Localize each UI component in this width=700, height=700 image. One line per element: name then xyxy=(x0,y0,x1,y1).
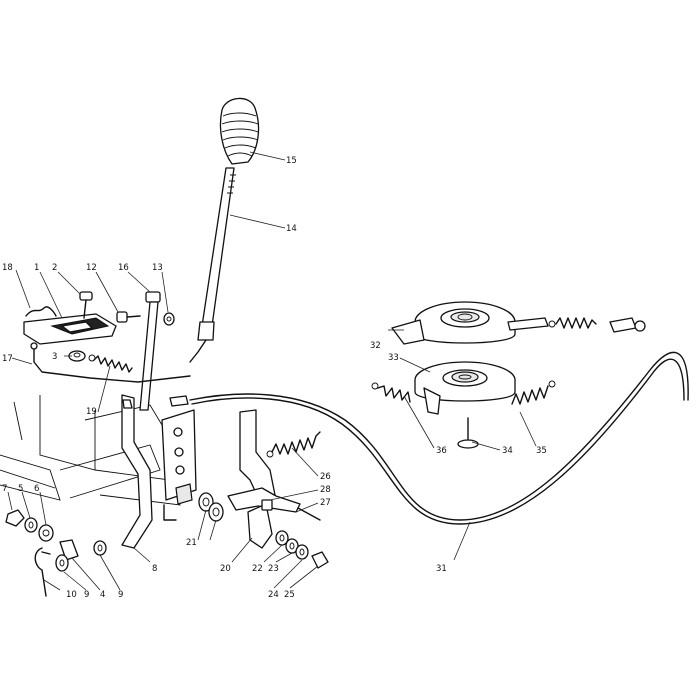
pto-clutch-lower xyxy=(414,361,516,415)
callout-3: 3 xyxy=(52,352,57,362)
callout-9-left: 9 xyxy=(84,590,89,600)
callout-21: 21 xyxy=(186,538,197,548)
screw-2 xyxy=(79,291,93,319)
bolt-12 xyxy=(116,311,141,323)
callout-26: 26 xyxy=(320,472,331,482)
gate-plate xyxy=(23,313,117,345)
spring-26 xyxy=(266,431,321,458)
callout-32: 32 xyxy=(370,341,381,351)
callout-22: 22 xyxy=(252,564,263,574)
spring-clip-18 xyxy=(25,306,57,317)
linkage-lever-8 xyxy=(121,394,153,549)
spring-36 xyxy=(371,382,411,403)
bolt-34 xyxy=(457,417,479,449)
callout-33: 33 xyxy=(388,353,399,363)
callout-19: 19 xyxy=(86,407,97,417)
callout-16: 16 xyxy=(118,263,129,273)
callout-14: 14 xyxy=(286,224,297,234)
callout-36: 36 xyxy=(436,446,447,456)
spring-35 xyxy=(511,380,556,405)
spring-19 xyxy=(88,354,133,373)
rod-16 xyxy=(139,291,161,411)
leader-lines xyxy=(7,151,537,591)
callout-2: 2 xyxy=(52,263,57,273)
callout-8: 8 xyxy=(152,564,157,574)
pto-clutch-upper xyxy=(391,301,549,345)
callout-24: 24 xyxy=(268,590,279,600)
callout-31: 31 xyxy=(436,564,447,574)
nut-13 xyxy=(163,312,175,326)
callout-6: 6 xyxy=(34,484,39,494)
callout-23: 23 xyxy=(268,564,279,574)
callout-15: 15 xyxy=(286,156,297,166)
mounting-bracket xyxy=(161,409,197,521)
callout-27: 27 xyxy=(320,498,331,508)
callout-28: 28 xyxy=(320,485,331,495)
gear-knob xyxy=(219,97,260,165)
callout-10: 10 xyxy=(66,590,77,600)
washers-22-25 xyxy=(275,530,329,569)
callout-25: 25 xyxy=(284,590,295,600)
brake-bracket xyxy=(227,409,321,549)
callout-7: 7 xyxy=(2,484,7,494)
callout-5: 5 xyxy=(18,484,23,494)
callout-20: 20 xyxy=(220,564,231,574)
callouts: 15 14 18 1 2 12 16 13 17 3 19 32 33 36 3… xyxy=(2,156,547,600)
callout-12: 12 xyxy=(86,263,97,273)
callout-35: 35 xyxy=(536,446,547,456)
callout-17: 17 xyxy=(2,354,13,364)
callout-34: 34 xyxy=(502,446,513,456)
spring-upper xyxy=(548,317,646,333)
callout-4: 4 xyxy=(100,590,105,600)
callout-9-right: 9 xyxy=(118,590,123,600)
callout-18: 18 xyxy=(2,263,13,273)
shift-rod-17 xyxy=(30,342,191,383)
gear-lever xyxy=(189,167,236,363)
callout-13: 13 xyxy=(152,263,163,273)
clutch-cable-31 xyxy=(169,351,689,525)
hardware-4-10 xyxy=(5,509,107,597)
callout-1: 1 xyxy=(34,263,39,273)
washers-21 xyxy=(198,492,224,522)
